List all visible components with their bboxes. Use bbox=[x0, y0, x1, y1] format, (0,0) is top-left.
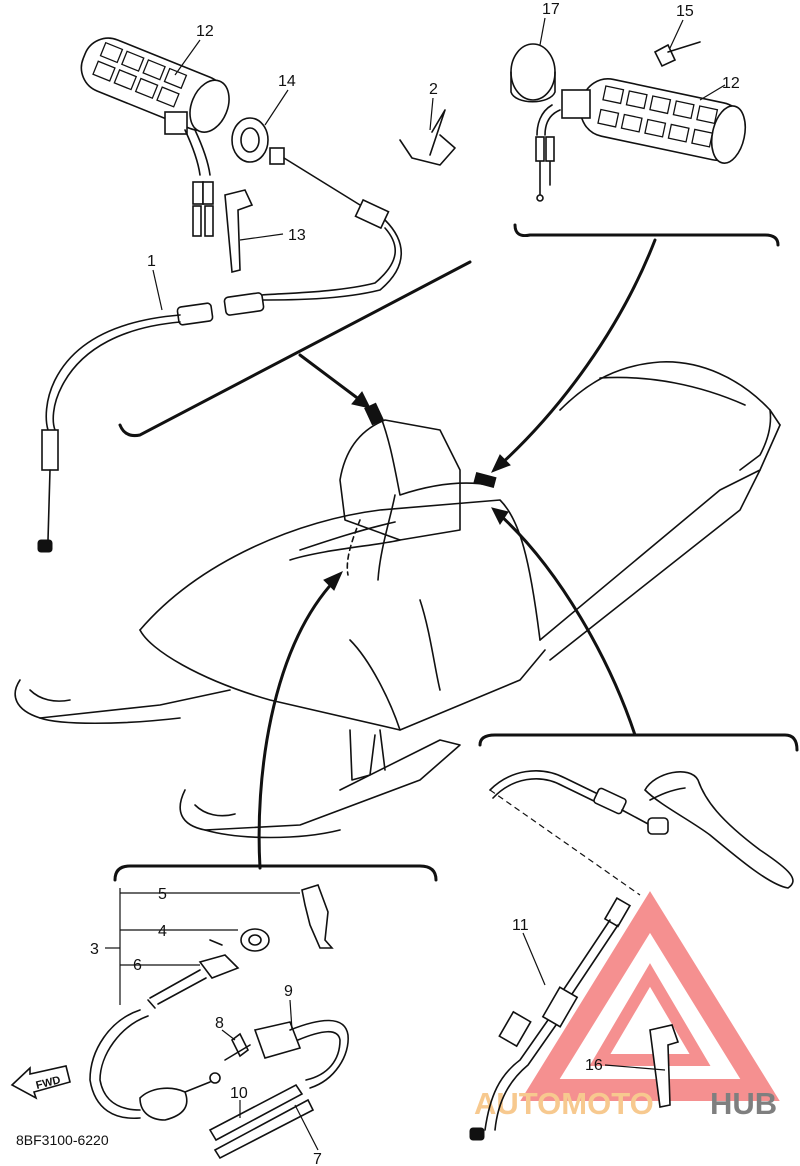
watermark-text-b: HUB bbox=[710, 1086, 777, 1121]
label-part-5: 5 bbox=[158, 886, 167, 903]
label-part-11: 11 bbox=[512, 917, 529, 934]
label-part-15: 15 bbox=[676, 3, 694, 20]
brake-assembly bbox=[469, 770, 794, 1141]
label-part-1: 1 bbox=[147, 253, 156, 270]
label-part-16: 16 bbox=[585, 1057, 603, 1074]
label-part-13: 13 bbox=[288, 227, 306, 244]
label-part-14: 14 bbox=[278, 73, 296, 90]
automotohub-logo: AUTOMOTO HUB bbox=[474, 891, 780, 1121]
left-grip-assembly bbox=[37, 37, 456, 553]
label-part-12b: 12 bbox=[722, 75, 740, 92]
label-part-17: 17 bbox=[542, 1, 560, 18]
label-part-6: 6 bbox=[133, 957, 142, 974]
choke-assembly: FWD bbox=[10, 884, 349, 1160]
callout-frames bbox=[113, 223, 799, 882]
label-part-12a: 12 bbox=[196, 23, 214, 40]
diagram-code: 8BF3100-6220 bbox=[16, 1132, 109, 1148]
part-number-labels: 12 14 2 13 1 17 15 12 5 4 3 6 9 8 10 7 1… bbox=[90, 1, 740, 1166]
label-part-8: 8 bbox=[215, 1015, 224, 1032]
label-part-7: 7 bbox=[313, 1151, 322, 1166]
snowmobile-illustration bbox=[14, 361, 781, 839]
fwd-arrow-icon bbox=[10, 1065, 71, 1100]
label-part-4: 4 bbox=[158, 923, 167, 940]
watermark-text-a: AUTOMOTO bbox=[474, 1086, 654, 1121]
label-part-10: 10 bbox=[230, 1085, 248, 1102]
label-part-9: 9 bbox=[284, 983, 293, 1000]
fwd-label: FWD bbox=[35, 1074, 62, 1092]
label-part-2: 2 bbox=[429, 81, 438, 98]
right-grip-assembly bbox=[510, 41, 747, 202]
leader-lines bbox=[105, 17, 726, 1151]
label-part-3: 3 bbox=[90, 941, 99, 958]
